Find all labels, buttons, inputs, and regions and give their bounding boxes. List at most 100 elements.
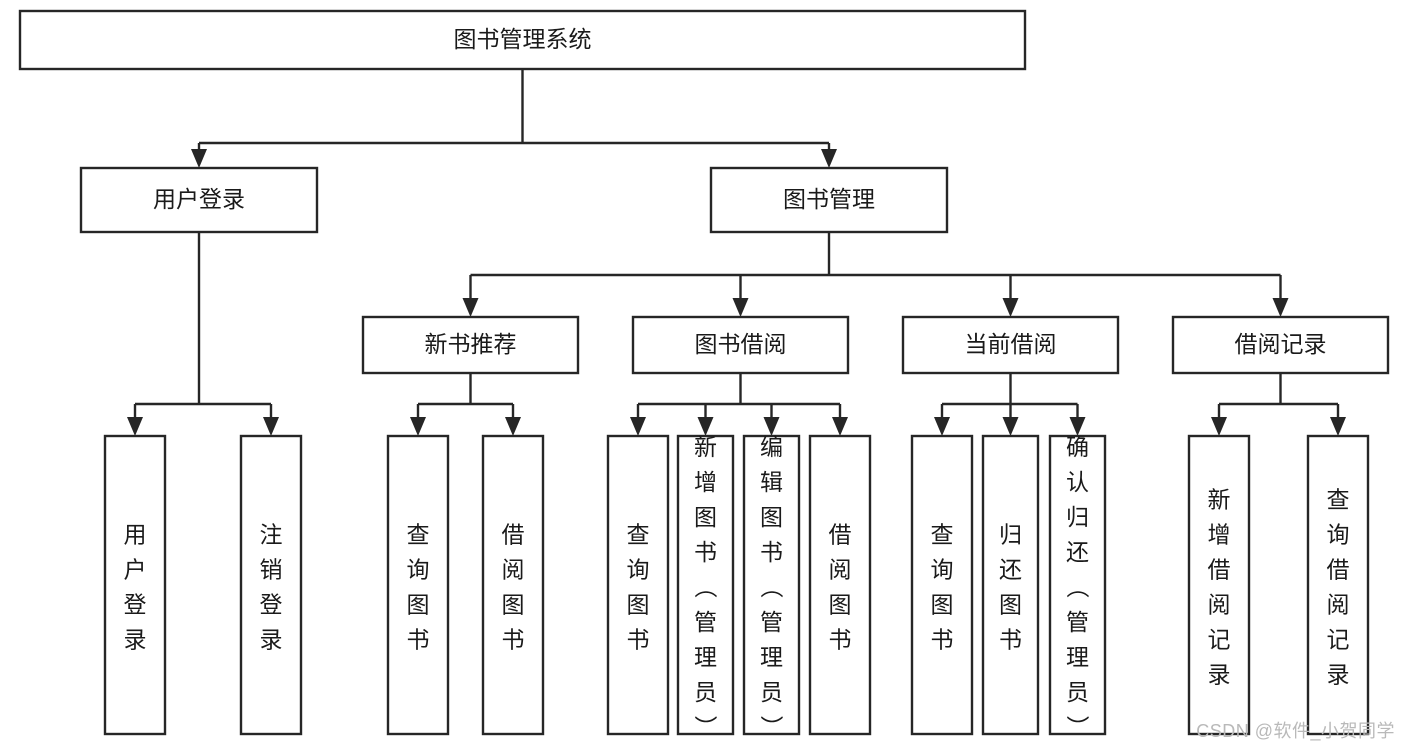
node-leaf-8-rect[interactable]: [910, 434, 974, 736]
node-leaf-4-rect[interactable]: [606, 434, 670, 736]
node-level2-0[interactable]: 用户登录: [79, 166, 319, 234]
svg-text:销: 销: [260, 556, 283, 582]
node-level3-2-rect[interactable]: [901, 315, 1120, 375]
svg-text:询: 询: [407, 556, 430, 582]
node-level2-1-rect[interactable]: [709, 166, 949, 234]
node-leaf-1-rect[interactable]: [239, 434, 303, 736]
svg-text:新: 新: [694, 434, 717, 460]
leafbus-2-arrowhead-3: [832, 417, 848, 436]
svg-text:借: 借: [1327, 556, 1350, 582]
svg-text:）: ）: [1065, 715, 1091, 738]
mgmt-to-level3-arrowhead-3: [1272, 298, 1289, 317]
node-leaf-3-rect[interactable]: [481, 434, 545, 736]
node-leaf-0-rect[interactable]: [103, 434, 167, 736]
leafbus-1-arrowhead-0: [410, 417, 426, 436]
svg-text:阅: 阅: [829, 556, 852, 582]
svg-text:书: 书: [931, 626, 954, 652]
node-level3-0-rect[interactable]: [361, 315, 580, 375]
svg-text:录: 录: [124, 626, 147, 652]
node-level3-1[interactable]: 图书借阅: [631, 315, 850, 375]
leafbus-2-arrowhead-1: [697, 417, 714, 436]
svg-text:户: 户: [124, 556, 147, 582]
svg-text:确: 确: [1066, 434, 1089, 460]
node-leaf-9-rect[interactable]: [981, 434, 1040, 736]
node-leaf-7-rect[interactable]: [808, 434, 872, 736]
node-level3-1-label: 图书借阅: [695, 331, 787, 357]
svg-text:管: 管: [760, 609, 783, 635]
svg-text:书: 书: [999, 626, 1022, 652]
node-leaf-0[interactable]: 用户登录: [103, 434, 167, 736]
node-root[interactable]: 图书管理系统: [18, 9, 1027, 71]
svg-text:图: 图: [627, 591, 650, 617]
svg-text:书: 书: [694, 539, 717, 565]
svg-text:登: 登: [124, 591, 147, 617]
svg-text:图: 图: [407, 591, 430, 617]
node-level3-3[interactable]: 借阅记录: [1171, 315, 1390, 375]
node-level3-0[interactable]: 新书推荐: [361, 315, 580, 375]
node-leaf-5-rect[interactable]: [676, 434, 735, 736]
node-leaf-12-rect[interactable]: [1306, 434, 1370, 736]
leafbus-0-arrowhead-0: [127, 417, 143, 436]
svg-text:归: 归: [999, 521, 1022, 547]
svg-text:查: 查: [407, 521, 430, 547]
svg-text:员: 员: [694, 679, 717, 705]
svg-text:查: 查: [627, 521, 650, 547]
svg-text:认: 认: [1066, 469, 1089, 495]
svg-text:记: 记: [1208, 626, 1231, 652]
node-leaf-10-rect[interactable]: [1048, 434, 1107, 736]
node-layer: 图书管理系统用户登录图书管理新书推荐图书借阅当前借阅借阅记录用户登录注销登录查询…: [18, 9, 1390, 739]
svg-text:阅: 阅: [502, 556, 525, 582]
connector-layer: [127, 69, 1346, 436]
svg-text:询: 询: [1327, 521, 1350, 547]
svg-text:管: 管: [694, 609, 717, 635]
node-leaf-11-rect[interactable]: [1187, 434, 1251, 736]
svg-text:询: 询: [627, 556, 650, 582]
node-level2-1[interactable]: 图书管理: [709, 166, 949, 234]
node-level3-2-label: 当前借阅: [965, 331, 1057, 357]
node-root-rect[interactable]: [18, 9, 1027, 71]
node-leaf-6-rect[interactable]: [742, 434, 801, 736]
node-level3-3-rect[interactable]: [1171, 315, 1390, 375]
svg-text:查: 查: [931, 521, 954, 547]
node-level2-1-label: 图书管理: [783, 186, 875, 212]
leafbus-2-arrowhead-2: [763, 417, 780, 436]
node-leaf-2-rect[interactable]: [386, 434, 450, 736]
svg-text:书: 书: [502, 626, 525, 652]
svg-text:书: 书: [407, 626, 430, 652]
leafbus-3-arrowhead-0: [934, 417, 950, 436]
node-root-label: 图书管理系统: [454, 26, 592, 52]
node-level3-1-rect[interactable]: [631, 315, 850, 375]
leafbus-3-arrowhead-2: [1069, 417, 1086, 436]
svg-text:新: 新: [1208, 486, 1231, 512]
svg-text:图: 图: [999, 591, 1022, 617]
node-level3-2[interactable]: 当前借阅: [901, 315, 1120, 375]
svg-text:增: 增: [1208, 521, 1231, 547]
svg-text:理: 理: [694, 644, 717, 670]
svg-text:书: 书: [829, 626, 852, 652]
svg-text:员: 员: [760, 679, 783, 705]
mgmt-to-level3-arrowhead-0: [462, 298, 479, 317]
svg-text:借: 借: [502, 521, 525, 547]
node-level2-0-rect[interactable]: [79, 166, 319, 234]
svg-text:归: 归: [1066, 504, 1089, 530]
svg-text:编: 编: [760, 434, 783, 460]
svg-text:记: 记: [1327, 626, 1350, 652]
